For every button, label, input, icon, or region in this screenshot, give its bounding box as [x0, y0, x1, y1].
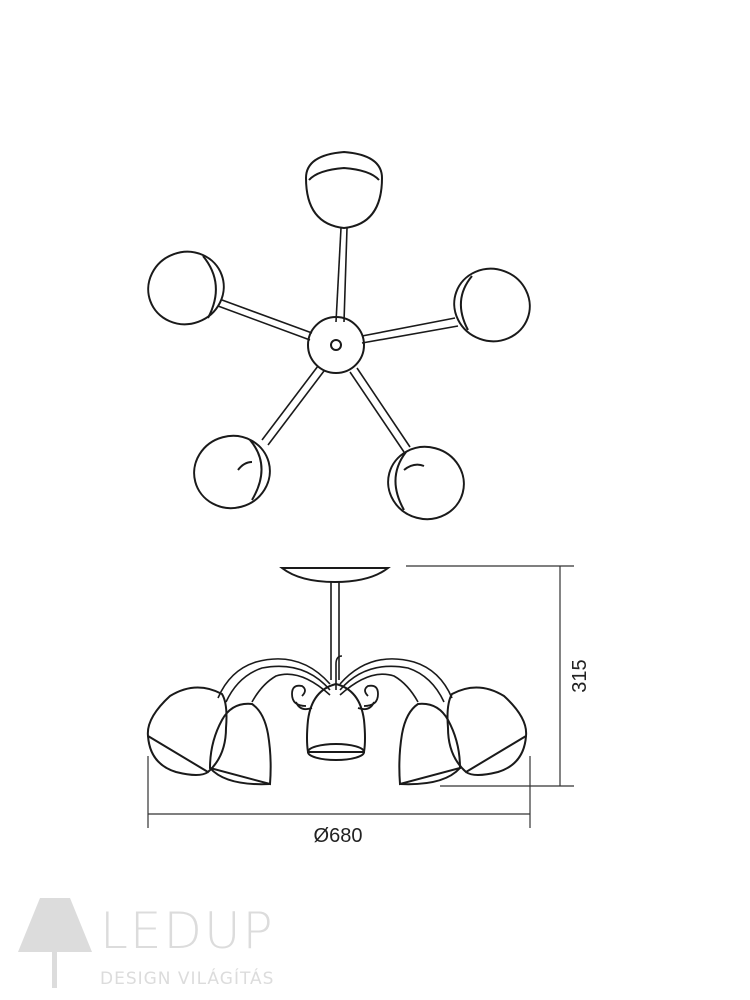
logo-tagline: DESIGN VILÁGÍTÁS [100, 967, 274, 989]
width-dimension-label: Ø680 [314, 825, 363, 847]
brand-logo: LEDUP DESIGN VILÁGÍTÁS [18, 898, 275, 989]
side-view-canopy [279, 567, 391, 584]
side-view-shade-center [306, 682, 366, 761]
side-view-scrolls [291, 684, 379, 711]
top-view-hub-center [330, 339, 342, 351]
top-view-shade-bottom-right [387, 445, 465, 521]
logo-name: LEDUP [100, 902, 275, 960]
top-view-shade-left [147, 250, 225, 326]
top-view-shade-bottom-left [193, 434, 271, 510]
top-view-arms [217, 227, 459, 453]
side-view-arms [217, 655, 453, 703]
top-view [147, 150, 531, 521]
side-view [146, 567, 528, 786]
top-view-hub [307, 316, 365, 374]
side-view-shade-far-right [446, 686, 528, 776]
top-view-shade-top [304, 150, 384, 230]
lamp-shade-icon [18, 898, 92, 952]
height-dimension-label: 315 [569, 659, 591, 692]
side-view-shade-left [208, 702, 272, 786]
top-view-shade-right [453, 267, 531, 343]
side-view-shade-right [398, 702, 462, 786]
dimension-lines [147, 565, 574, 828]
side-view-shade-far-left [146, 686, 228, 776]
